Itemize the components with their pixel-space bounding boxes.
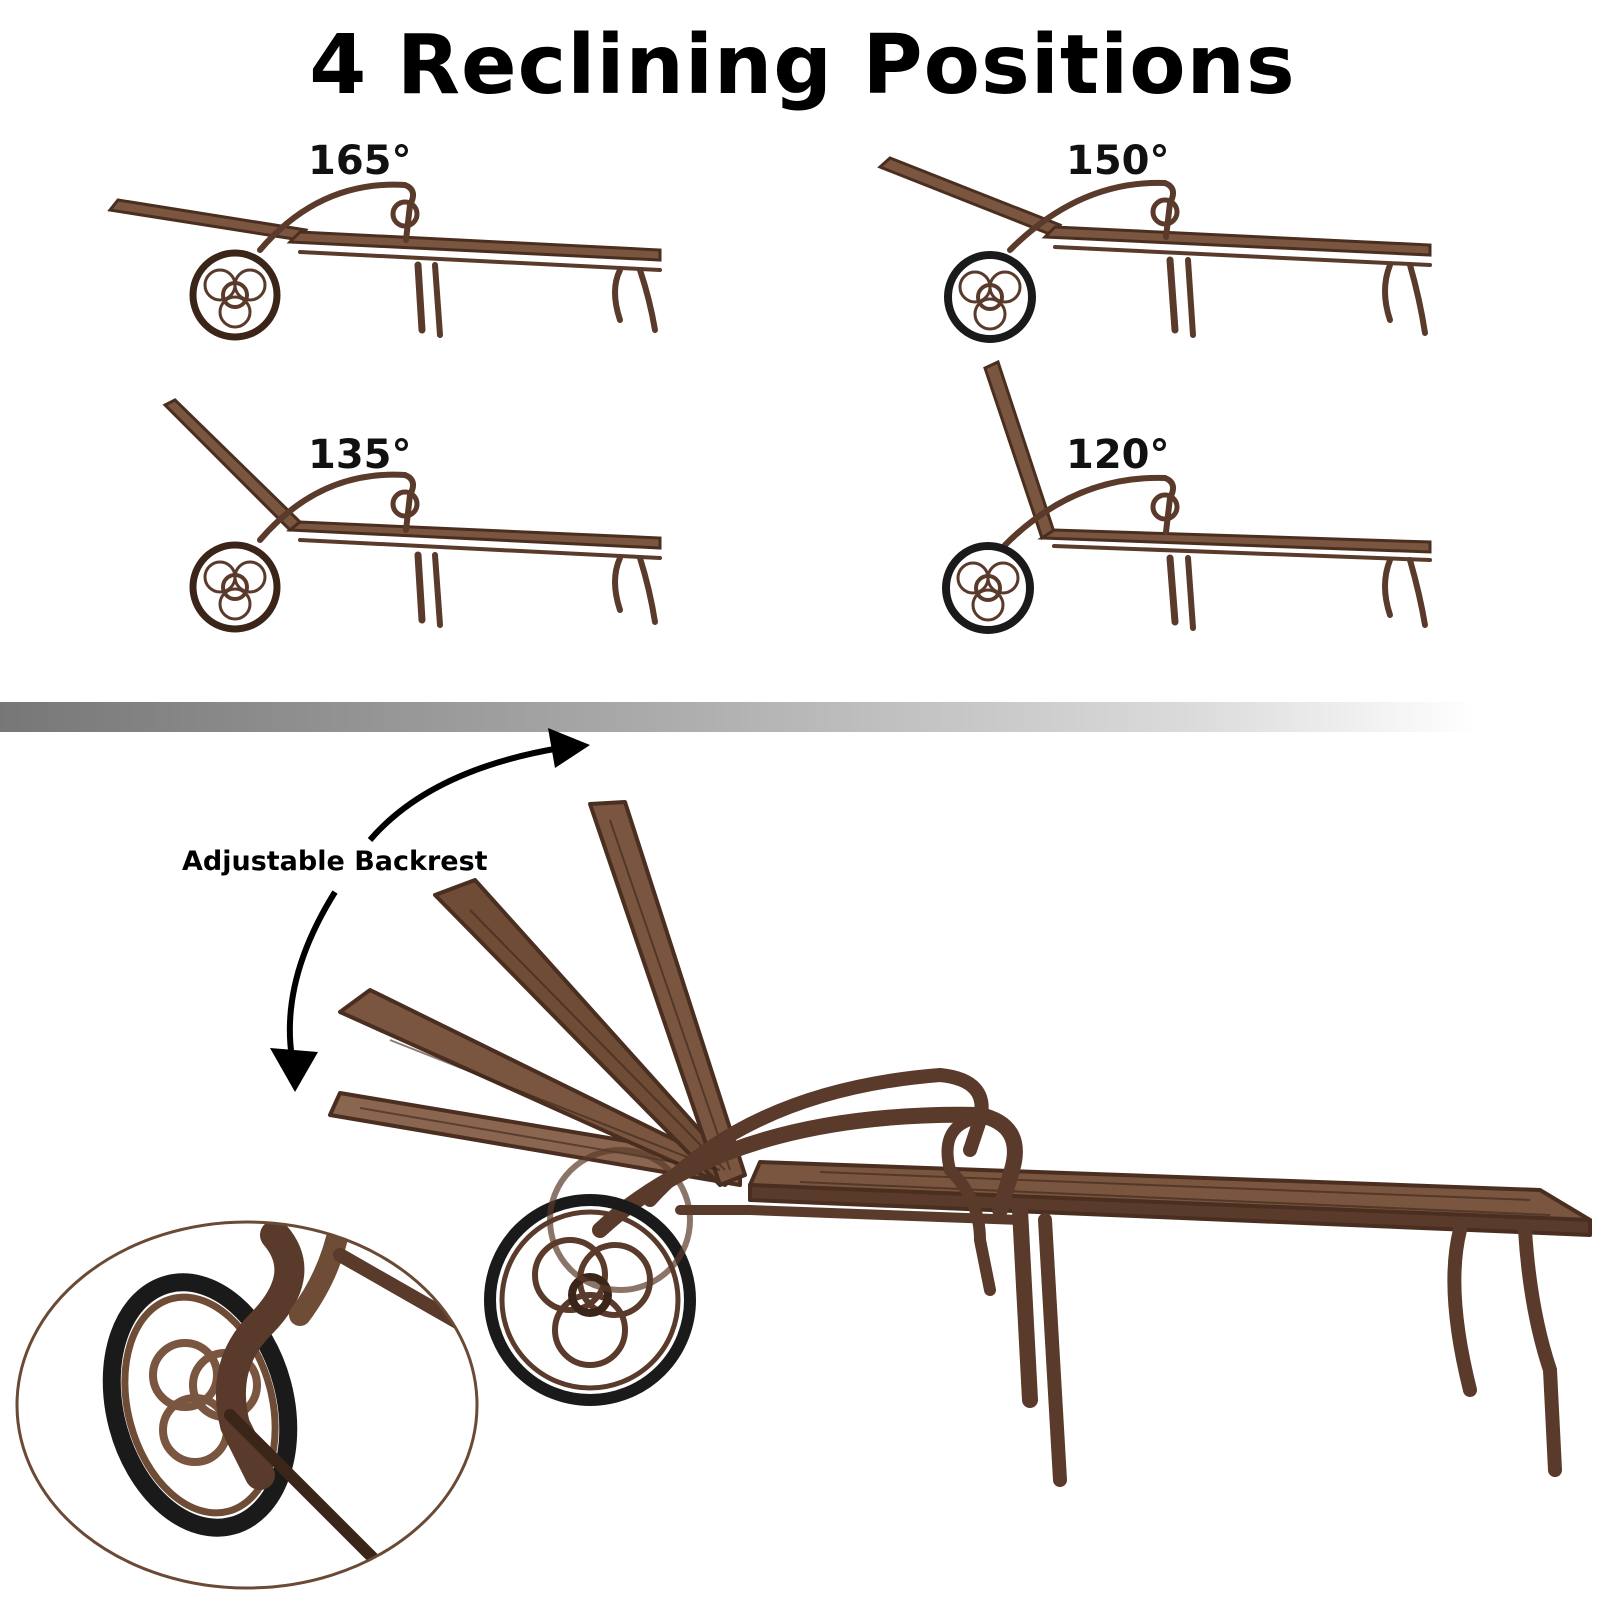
chaise-lounge-120 — [942, 359, 1432, 634]
backrest-position-4 — [588, 800, 747, 1187]
arrow-down-icon — [270, 1048, 318, 1092]
chaise-lounge-135 — [162, 398, 662, 633]
angle-label-135: 135° — [308, 432, 412, 478]
chaise-lounge-large — [328, 800, 1592, 1487]
armrest-front — [592, 1106, 1023, 1238]
arrow-up-curve — [367, 745, 561, 842]
chaise-lounge-150 — [877, 156, 1432, 343]
arrow-right-icon — [548, 728, 590, 768]
chaise-lounge-165 — [107, 181, 662, 341]
wheel-closeup-inset — [15, 1220, 479, 1590]
angle-label-150: 150° — [1066, 138, 1170, 184]
section-divider — [0, 702, 1605, 732]
wheel — [484, 1147, 696, 1406]
page-title: 4 Reclining Positions — [309, 18, 1296, 113]
rotation-arrows — [270, 728, 590, 1092]
arrow-down-curve — [286, 890, 338, 1059]
angle-label-165: 165° — [308, 138, 412, 184]
armrest-back — [643, 1067, 989, 1207]
adjustable-backrest-label: Adjustable Backrest — [182, 846, 488, 877]
angle-label-120: 120° — [1066, 432, 1170, 478]
